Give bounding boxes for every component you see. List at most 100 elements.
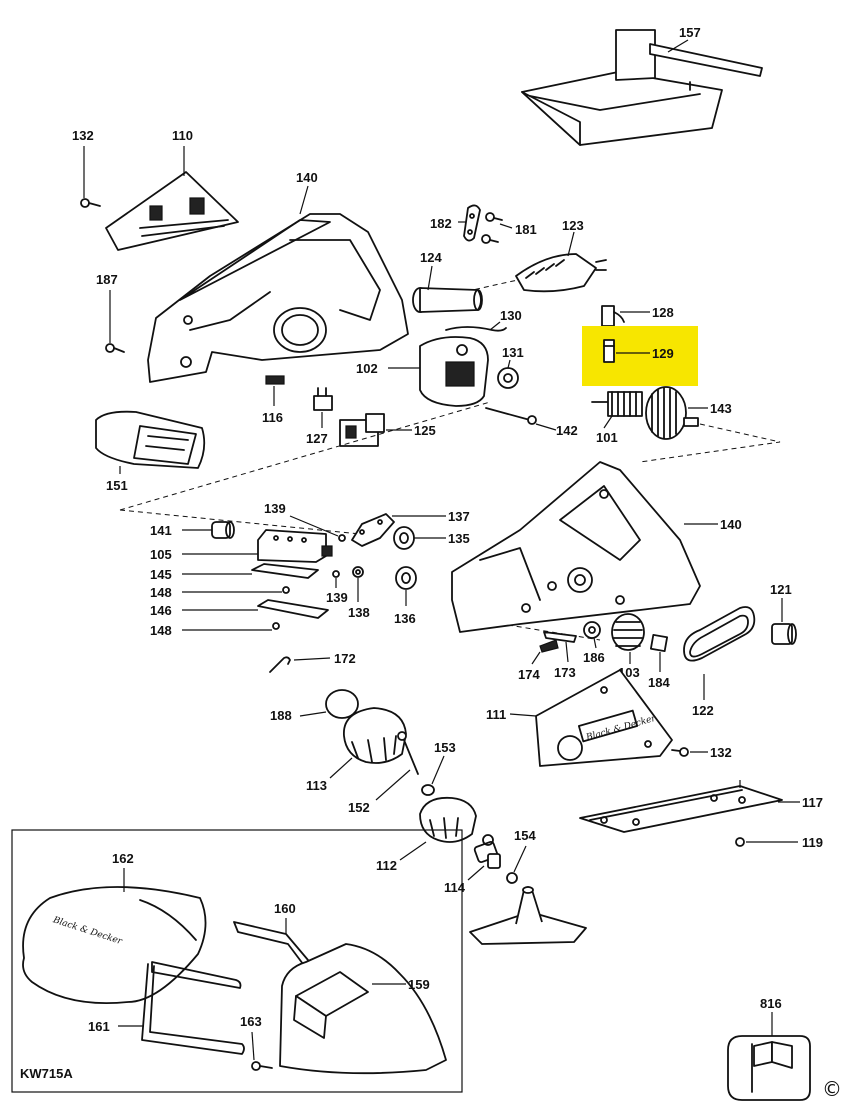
label-181: 181 (515, 222, 537, 237)
part-160-clip (233, 921, 311, 969)
part-162-dust-bag: Black & Decker (22, 886, 207, 1005)
part-105-cover-block (257, 529, 333, 563)
label-148-b: 148 (150, 623, 172, 638)
accessory-box (11, 829, 463, 1093)
label-101: 101 (596, 430, 618, 445)
part-142-screw (485, 407, 537, 425)
part-111-belt-cover: Black & Decker (535, 669, 673, 767)
drawing-code: KW715A (20, 1066, 73, 1081)
label-111: 111 (486, 707, 506, 722)
part-148-screw-a (282, 586, 290, 594)
part-148-screw-b (272, 622, 280, 630)
part-816-label-plate (727, 1035, 811, 1101)
part-137-bracket (351, 513, 395, 547)
part-157-fence (521, 29, 763, 146)
label-159: 159 (408, 977, 430, 992)
label-123: 123 (562, 218, 584, 233)
part-depth-base (469, 886, 587, 945)
part-114-adjuster (473, 834, 501, 869)
label-143: 143 (710, 401, 732, 416)
label-117: 117 (802, 795, 823, 810)
part-173 (543, 631, 577, 643)
screw-132-right (671, 747, 689, 757)
part-113-knob (343, 707, 407, 764)
label-112: 112 (376, 858, 397, 873)
label-153: 153 (434, 740, 456, 755)
label-127: 127 (306, 431, 328, 446)
part-127 (313, 387, 333, 411)
label-163: 163 (240, 1014, 262, 1029)
part-138-washer (352, 566, 364, 578)
label-113: 113 (306, 778, 327, 793)
part-110-cover (105, 171, 239, 251)
label-157: 157 (679, 25, 701, 40)
part-143-armature (591, 386, 699, 440)
label-184: 184 (648, 675, 670, 690)
label-187: 187 (96, 272, 118, 287)
part-116 (265, 375, 285, 385)
part-140-housing-lower (451, 461, 701, 633)
label-135: 135 (448, 531, 470, 546)
label-122: 122 (692, 703, 714, 718)
label-132-right: 132 (710, 745, 732, 760)
label-137: 137 (448, 509, 470, 524)
part-151-dust-chute (95, 410, 206, 469)
part-139-screw-b (332, 570, 340, 578)
part-124-cord-guard (412, 287, 483, 313)
label-132-top: 132 (72, 128, 94, 143)
part-128-brush-holder (601, 305, 625, 327)
part-184-nut (649, 633, 669, 653)
label-188: 188 (270, 708, 292, 723)
part-135-bearing (393, 526, 415, 550)
label-119: 119 (802, 835, 823, 850)
part-112-knob (419, 796, 477, 843)
part-131-bearing (497, 367, 519, 389)
label-140-lower: 140 (720, 517, 742, 532)
label-816: 816 (760, 996, 782, 1011)
part-163-screw (251, 1061, 273, 1071)
label-151: 151 (106, 478, 128, 493)
part-182-clamp (463, 204, 481, 242)
label-139-b: 139 (326, 590, 348, 605)
part-186-washer (583, 621, 601, 639)
label-129: 129 (652, 346, 674, 361)
label-116: 116 (262, 410, 283, 425)
part-123-cord-plug (439, 253, 607, 299)
part-153-washer (421, 784, 435, 796)
label-110: 110 (172, 128, 193, 143)
dashed-line-c (639, 423, 781, 463)
part-141-bushing (211, 521, 235, 539)
part-119-screw (735, 837, 745, 847)
label-136: 136 (394, 611, 416, 626)
part-161-frame (141, 961, 245, 1055)
part-139-screw-a (338, 534, 346, 542)
highlight-box-129 (582, 326, 698, 386)
label-160: 160 (274, 901, 296, 916)
label-131: 131 (502, 345, 524, 360)
label-173: 173 (554, 665, 576, 680)
screw-132-top (80, 198, 101, 208)
label-172: 172 (334, 651, 356, 666)
part-172-hex-key (269, 656, 291, 673)
label-145: 145 (150, 567, 172, 582)
label-152: 152 (348, 800, 370, 815)
part-188-o-ring (325, 689, 359, 719)
label-124: 124 (420, 250, 442, 265)
part-159-bag-mouth (279, 943, 447, 1075)
dashed-line-b (119, 509, 381, 537)
label-186: 186 (583, 650, 605, 665)
label-125: 125 (414, 423, 436, 438)
part-174 (539, 639, 559, 653)
part-146-plate (257, 599, 329, 619)
part-102-field (419, 336, 489, 407)
part-154-nut (506, 872, 518, 884)
label-142: 142 (556, 423, 578, 438)
part-122-belt (683, 606, 756, 662)
screw-187 (105, 343, 125, 353)
label-128: 128 (652, 305, 674, 320)
label-138: 138 (348, 605, 370, 620)
label-140-upper: 140 (296, 170, 318, 185)
label-146: 146 (150, 603, 172, 618)
label-174: 174 (518, 667, 540, 682)
